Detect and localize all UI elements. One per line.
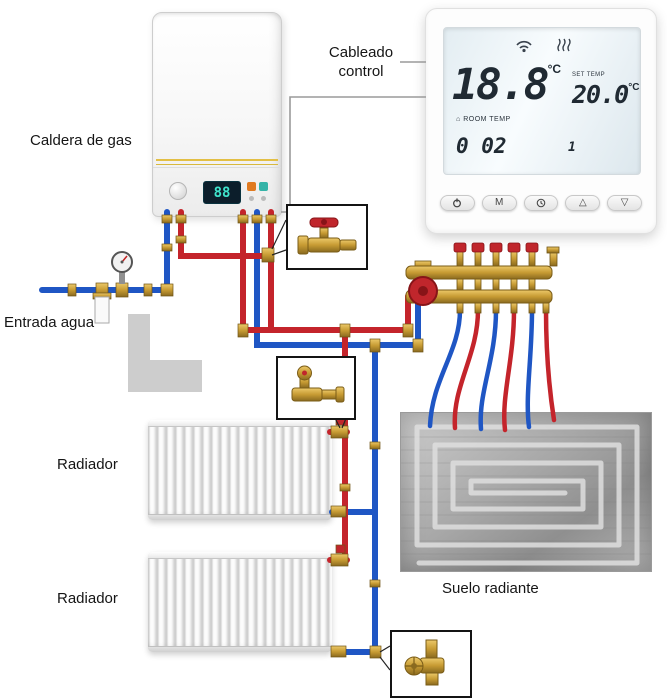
circulation-pump bbox=[408, 276, 438, 306]
valve-detail-inset-2 bbox=[276, 356, 356, 420]
set-temp-value: 20.0 bbox=[572, 80, 629, 109]
thermostat-up-button[interactable]: △ bbox=[565, 195, 601, 211]
wifi-icon bbox=[516, 40, 532, 53]
boiler-button-dot-1 bbox=[249, 196, 254, 201]
set-temp-unit: °C bbox=[628, 82, 640, 93]
gas-boiler: 88 bbox=[152, 12, 282, 217]
radiator-2 bbox=[148, 552, 332, 652]
manifold-flow-valves bbox=[453, 242, 539, 253]
boiler-control-panel: 88 bbox=[153, 167, 281, 216]
boiler-accent-stripe bbox=[156, 159, 278, 161]
room-temp-value: 18.8 bbox=[452, 60, 550, 110]
valve-detail-inset-3 bbox=[390, 630, 472, 698]
valve-detail-inset-1 bbox=[286, 204, 368, 270]
label-suelo-radiante: Suelo radiante bbox=[442, 580, 539, 597]
thermostatic-valve-icon bbox=[297, 217, 357, 255]
power-icon bbox=[453, 198, 462, 208]
water-filter bbox=[92, 292, 112, 324]
pressure-gauge bbox=[111, 251, 133, 284]
underfloor-pipe-pattern bbox=[401, 424, 651, 566]
wall-bracket-shadow bbox=[128, 314, 202, 392]
manifold-top-bar bbox=[405, 265, 553, 280]
label-cableado-control: Cableado control bbox=[328, 44, 394, 80]
thermostat: 18.8°C ⌂ ROOM TEMP SET TEMP 20.0°C 0 02 … bbox=[425, 8, 657, 234]
room-temp-unit: °C bbox=[547, 62, 562, 76]
boiler-knob bbox=[169, 182, 187, 200]
thermostat-screen: 18.8°C ⌂ ROOM TEMP SET TEMP 20.0°C 0 02 … bbox=[443, 27, 641, 175]
label-entrada-agua: Entrada agua bbox=[4, 314, 95, 331]
thermostat-clock-button[interactable] bbox=[523, 195, 559, 211]
boiler-flame-led bbox=[247, 182, 256, 191]
heating-waves-icon bbox=[557, 38, 571, 52]
underfloor-heating-image bbox=[400, 412, 652, 572]
label-radiador-1: Radiador bbox=[57, 456, 118, 473]
boiler-accent-stripe-2 bbox=[156, 164, 278, 165]
thermostat-mode-button[interactable]: M bbox=[481, 195, 517, 211]
boiler-button-dot-2 bbox=[261, 196, 266, 201]
clock-icon bbox=[536, 198, 546, 208]
house-icon: ⌂ bbox=[456, 116, 461, 123]
thermostat-time: 0 02 bbox=[456, 134, 507, 158]
thermostat-buttons: M △ ▽ bbox=[440, 195, 642, 211]
set-temperature: SET TEMP 20.0°C bbox=[572, 72, 639, 109]
label-caldera-de-gas: Caldera de gas bbox=[30, 132, 132, 149]
angle-valve-icon bbox=[404, 639, 445, 686]
label-radiador-2: Radiador bbox=[57, 590, 118, 607]
boiler-display: 88 bbox=[203, 181, 241, 204]
thermostat-day: 1 bbox=[568, 140, 576, 155]
room-temperature: 18.8°C bbox=[452, 60, 561, 110]
manifold bbox=[405, 242, 560, 314]
control-wires bbox=[281, 61, 426, 213]
thermostat-power-button[interactable] bbox=[440, 195, 475, 211]
radiator-1 bbox=[148, 420, 332, 520]
boiler-status-led bbox=[259, 182, 268, 191]
manifold-bottom-bar bbox=[405, 289, 553, 304]
room-temp-label: ⌂ ROOM TEMP bbox=[456, 116, 511, 123]
radiator-valve-icon bbox=[291, 365, 345, 403]
thermostat-down-button[interactable]: ▽ bbox=[607, 195, 642, 211]
set-temp-label: SET TEMP bbox=[572, 72, 605, 78]
